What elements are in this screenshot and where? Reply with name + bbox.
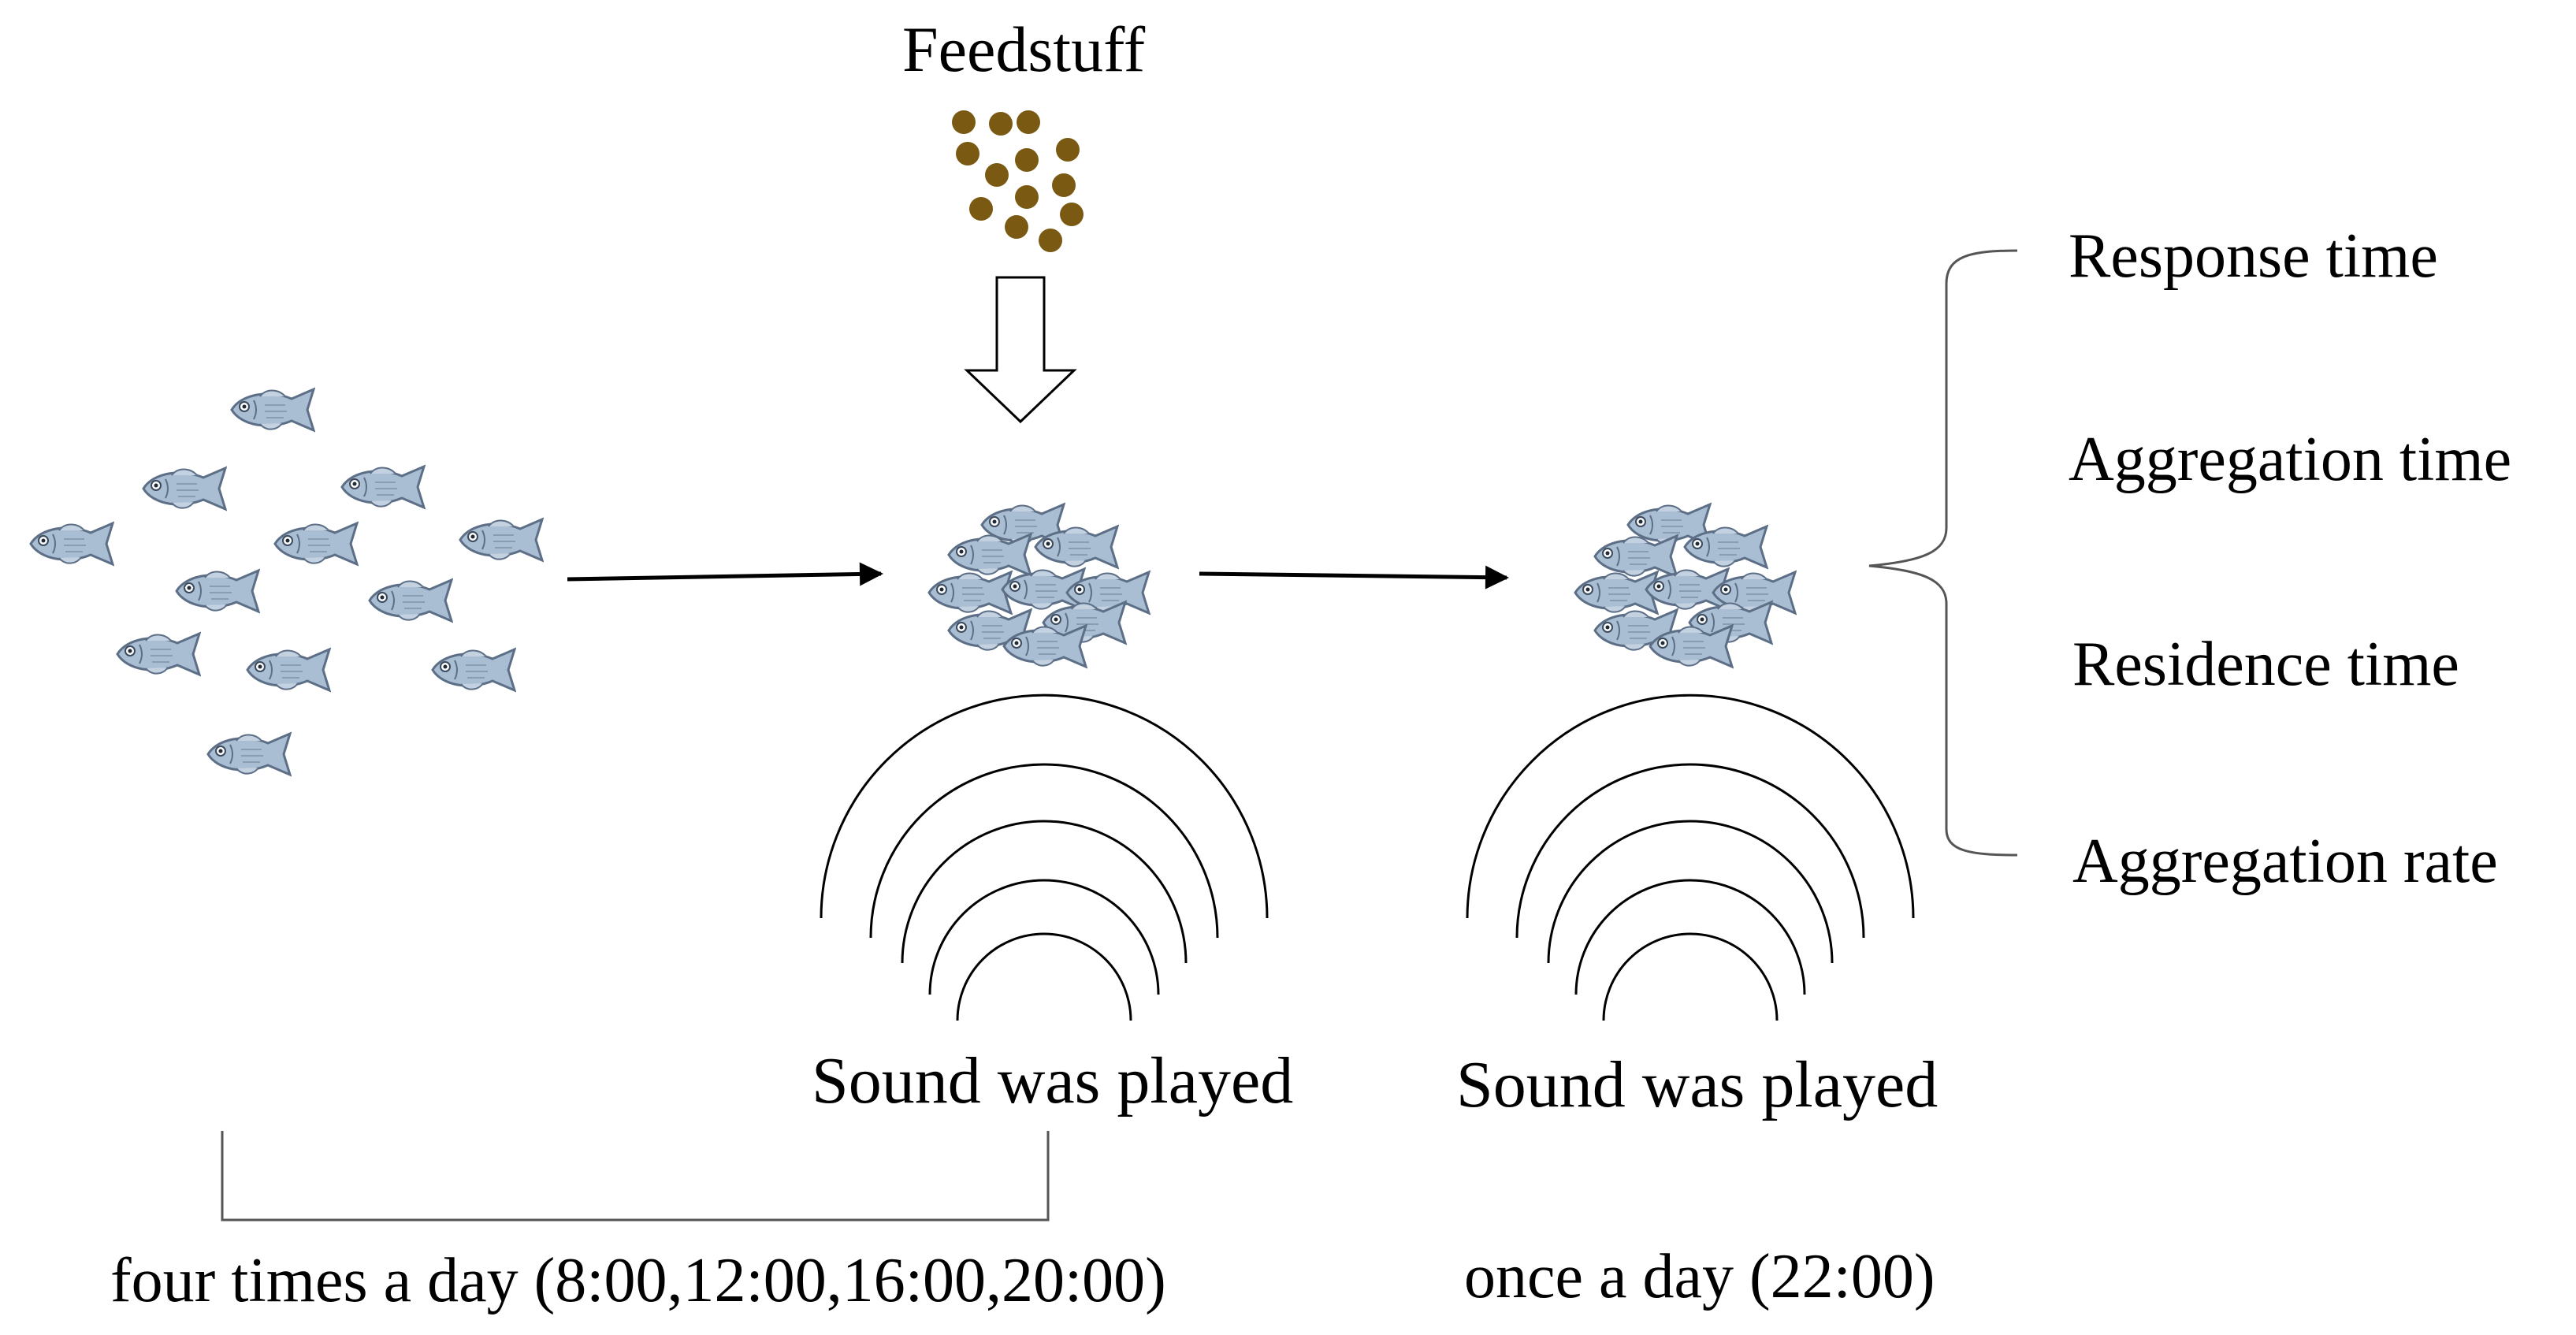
schedule-training-label: four times a day (8:00,12:00,16:00,20:00… [110,1246,1166,1315]
fish-icon [1574,571,1659,615]
outcome-brace [1868,249,2018,857]
outcome-aggregation-rate: Aggregation rate [2072,827,2498,896]
fish-icon [431,648,516,692]
feedstuff-label: Feedstuff [902,13,1146,85]
arrow-icon [1199,565,1509,589]
training-bracket [221,1131,1050,1222]
fish-icon [340,465,426,509]
dispersed-fish-group [29,388,544,776]
sound-wave-icon [820,694,1269,1021]
fish-icon [246,648,331,692]
outcome-aggregation-time: Aggregation time [2069,425,2512,494]
fish-icon [116,632,201,676]
fish-icon [230,388,315,432]
fish-icon [368,578,453,623]
arrow-icon [567,562,883,586]
fish-icon [1593,534,1678,578]
fish-icon [927,571,1013,615]
feed-pellet-icon [952,110,1084,252]
schedule-test-label: once a day (22:00) [1464,1242,1935,1311]
aggregated-fish-group-test [1574,503,1797,668]
fish-icon [947,533,1032,577]
feed-down-arrow-icon [964,276,1077,424]
fish-icon [459,518,544,562]
fish-icon [273,522,359,566]
fish-icon [206,732,292,776]
sound-played-label-test: Sound was played [1456,1048,1939,1121]
fish-icon [142,467,227,511]
outcome-residence-time: Residence time [2072,630,2459,699]
aggregated-fish-group-training [927,503,1150,668]
outcome-response-time: Response time [2069,221,2438,291]
fish-icon [29,522,114,566]
fish-icon [175,569,260,613]
sound-wave-icon [1466,694,1915,1021]
sound-played-label-training: Sound was played [812,1044,1294,1117]
